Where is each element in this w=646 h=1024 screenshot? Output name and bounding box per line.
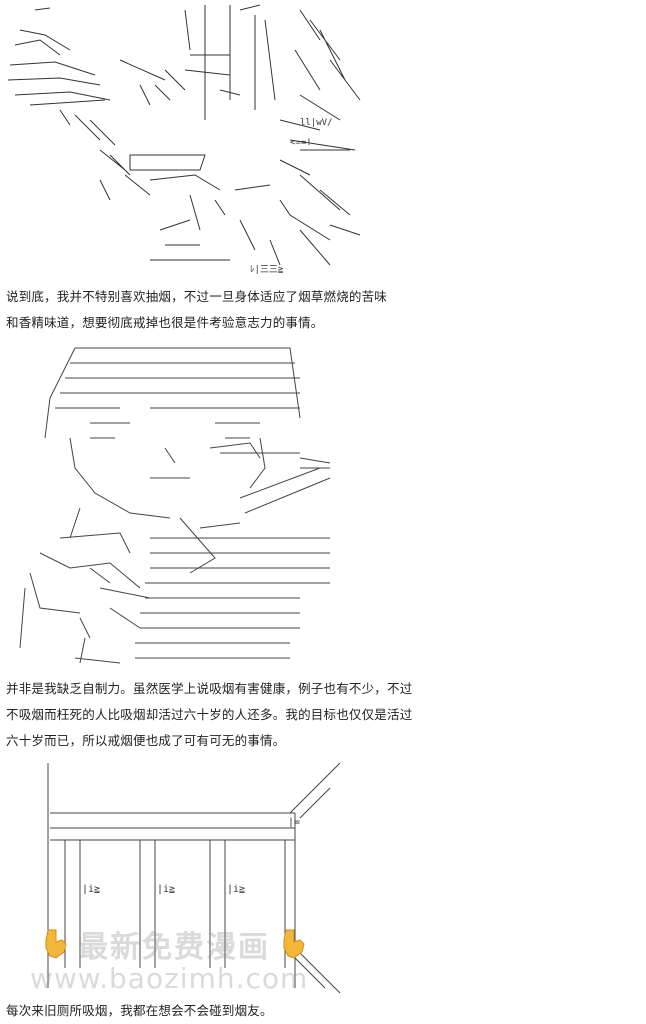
ascii-art-text-3b: |i≧ [82,884,100,895]
watermark-title: 最新免费漫画 [78,930,270,965]
ascii-art-text-3a: |= [288,817,300,828]
ascii-art-text-3c: |i≧ [157,884,175,895]
ascii-art-panel-2 [0,338,360,673]
ascii-art-panel-3: |= |i≧ |i≧ |i≧ [0,758,360,998]
svg-text:<==!: <==! [290,138,312,148]
ascii-art-drawing-1: <==! ll|wV/ ﾚ|三三≧ [7,4,361,275]
ascii-art-text-1: ﾚ|三三≧ [250,265,284,275]
narration-paragraph-3: 每次来旧厕所吸烟，我都在想会不会碰到烟友。 [6,998,636,1024]
ascii-art-text-3d: |i≧ [227,884,245,895]
narration-paragraph-1: 说到底，我并不特别喜欢抽烟，不过一旦身体适应了烟草燃烧的苦味 和香精味道，想要彻… [6,284,636,336]
narration-line: 六十岁而已，所以戒烟便也成了可有可无的事情。 [6,733,286,748]
watermark-title-row: 最新免费漫画 [40,924,340,965]
pointing-down-hand-icon [45,929,67,959]
svg-text:ll|wV/: ll|wV/ [300,118,333,128]
pointing-down-hand-icon [283,929,305,959]
ascii-art-drawing-2 [19,347,331,664]
narration-line: 说到底，我并不特别喜欢抽烟，不过一旦身体适应了烟草燃烧的苦味 [6,289,388,304]
ascii-art-drawing-3: |= |i≧ |i≧ |i≧ [47,762,341,994]
narration-line: 不吸烟而枉死的人比吸烟却活过六十岁的人还多。我的目标也仅仅是活过 [6,707,413,722]
watermark: 最新免费漫画 www.baozimh.com [0,912,340,1002]
narration-line: 和香精味道，想要彻底戒掉也很是件考验意志力的事情。 [6,315,324,330]
narration-line: 并非是我缺乏自制力。虽然医学上说吸烟有害健康，例子也有不少，不过 [6,681,413,696]
ascii-art-panel-1: <==! ll|wV/ ﾚ|三三≧ [0,0,380,280]
watermark-url: www.baozimh.com [30,962,309,995]
narration-line: 每次来旧厕所吸烟，我都在想会不会碰到烟友。 [6,1003,273,1018]
narration-paragraph-2: 并非是我缺乏自制力。虽然医学上说吸烟有害健康，例子也有不少，不过 不吸烟而枉死的… [6,676,636,754]
